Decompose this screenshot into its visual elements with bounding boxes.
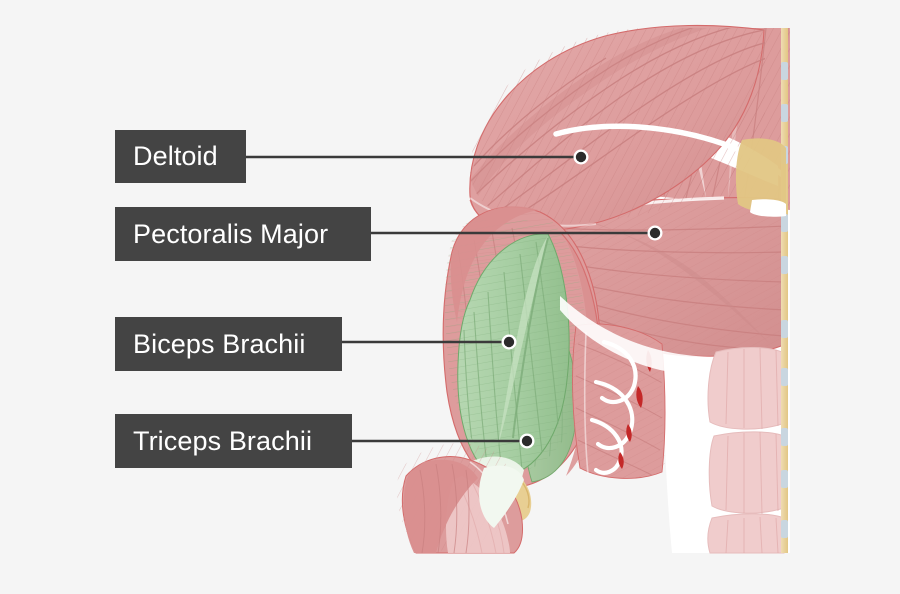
label-triceps-brachii[interactable]: Triceps Brachii xyxy=(115,414,352,468)
sternum-bone xyxy=(735,28,788,553)
upper-arm-group xyxy=(442,206,601,488)
biceps-distal-tendon xyxy=(479,465,524,528)
label-pectoralis-major[interactable]: Pectoralis Major xyxy=(115,207,371,261)
label-deltoid-text: Deltoid xyxy=(133,141,218,171)
label-deltoid[interactable]: Deltoid xyxy=(115,130,246,183)
forearm-muscles xyxy=(396,443,523,554)
leader-triceps-brachii xyxy=(352,433,535,449)
costal-cartilage xyxy=(781,62,788,538)
leader-lines xyxy=(246,149,663,449)
leader-deltoid xyxy=(246,149,589,165)
label-biceps-brachii[interactable]: Biceps Brachii xyxy=(115,317,342,371)
label-biceps-brachii-text: Biceps Brachii xyxy=(133,328,306,359)
label-triceps-brachii-text: Triceps Brachii xyxy=(133,425,313,456)
leader-pectoralis-major xyxy=(371,225,663,241)
leader-dot-biceps-brachii xyxy=(503,336,515,348)
rectus-abdominis-muscle xyxy=(707,346,788,554)
leader-dot-pectoralis-major xyxy=(649,227,661,239)
leader-biceps-brachii xyxy=(342,334,517,350)
biceps-brachii-muscle xyxy=(444,220,586,477)
leader-dot-triceps-brachii xyxy=(521,435,533,447)
label-pectoralis-major-text: Pectoralis Major xyxy=(133,218,329,249)
leader-dot-deltoid xyxy=(575,151,587,163)
